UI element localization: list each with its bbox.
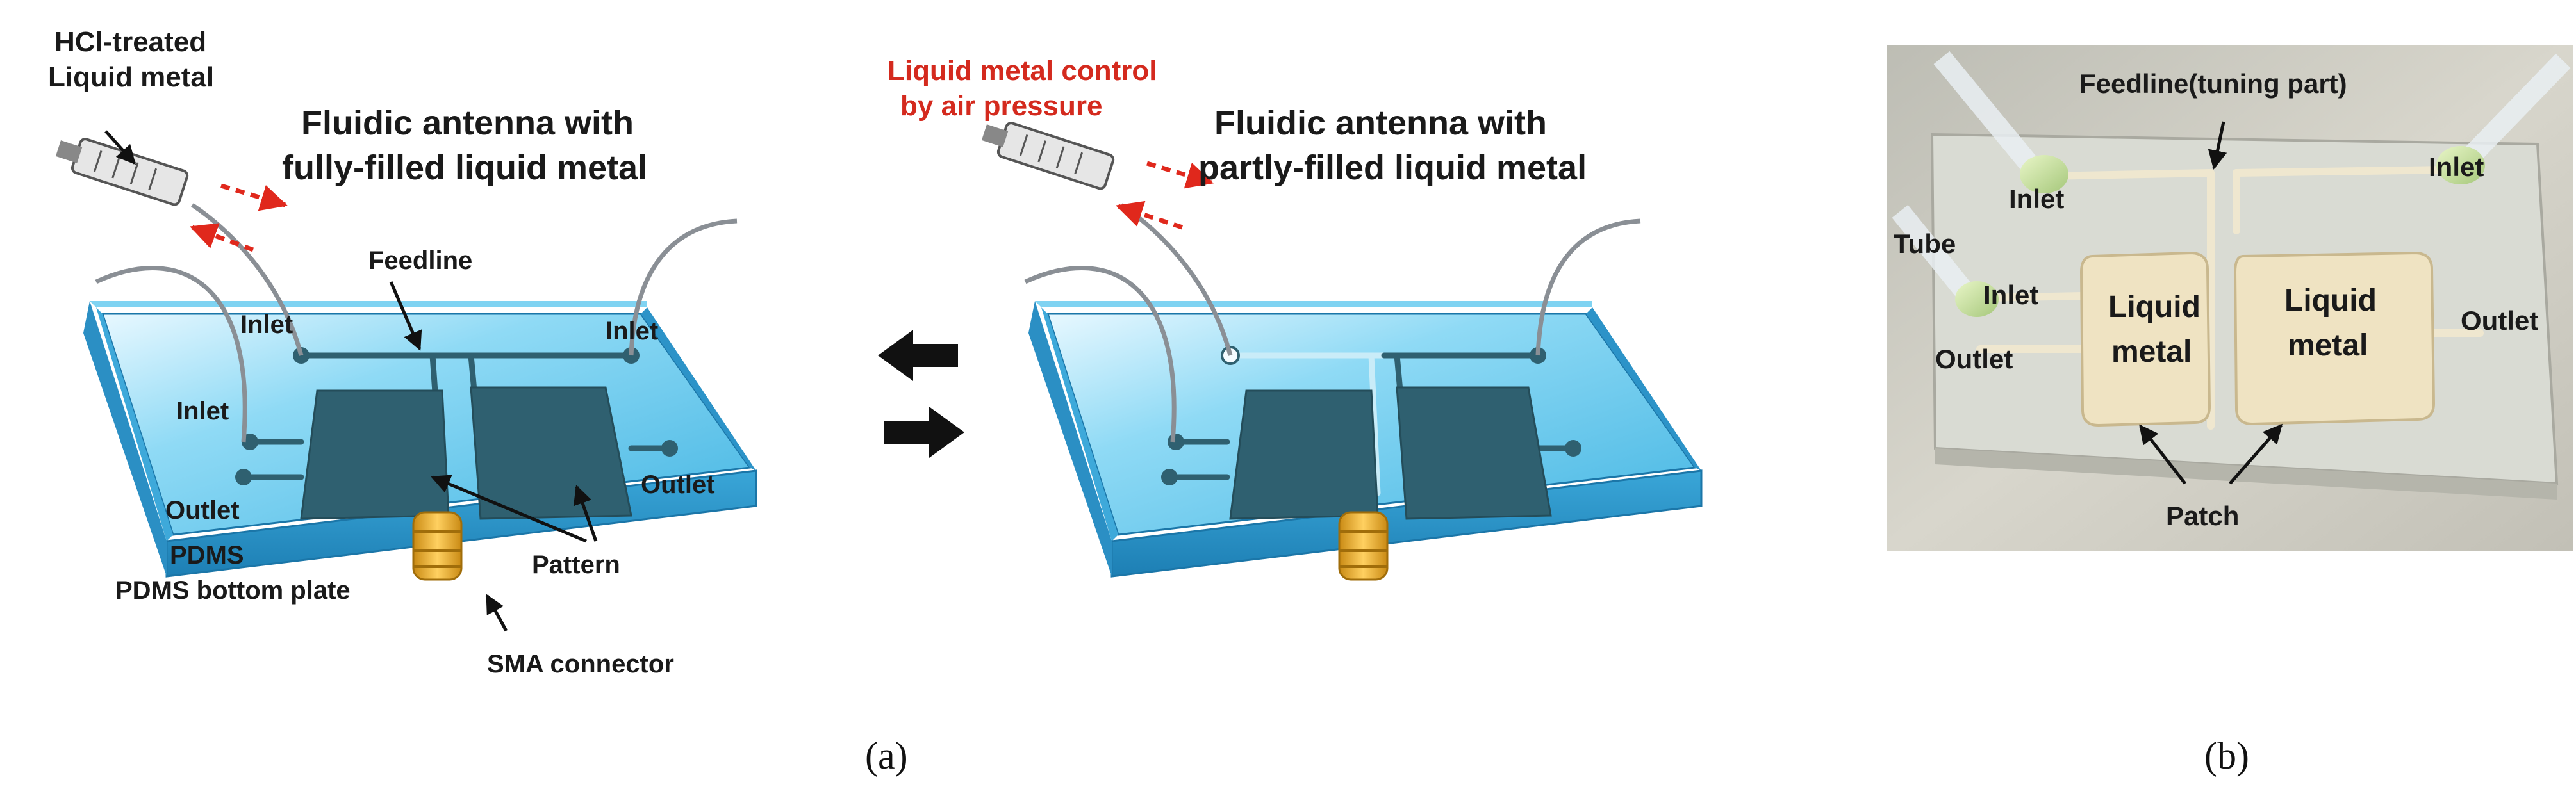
- right-title-line1: Fluidic antenna with: [1214, 104, 1547, 142]
- control-label-line1: Liquid metal control: [888, 55, 1157, 86]
- photo-outlet-r-label: Outlet: [2461, 305, 2538, 336]
- photo-inlet-l-label: Inlet: [1983, 280, 2038, 310]
- pattern-label: Pattern: [532, 551, 620, 579]
- antenna-fully-filled: HCl-treated Liquid metal Fluidic antenna…: [48, 26, 757, 678]
- photo-outlet-l-label: Outlet: [1935, 344, 2013, 374]
- syringe-right: [981, 122, 1115, 190]
- flow-arrows: [190, 183, 288, 252]
- caption-b: (b): [2204, 735, 2249, 777]
- patch-left-line2: metal: [2111, 335, 2192, 369]
- caption-a: (a): [865, 735, 908, 777]
- photo-feedline-label: Feedline(tuning part): [2079, 69, 2347, 99]
- outlet-right-label: Outlet: [641, 471, 715, 499]
- photo-tubes: [1892, 51, 2571, 302]
- arrow-left-icon: [878, 330, 958, 381]
- pdms-label: PDMS: [170, 541, 244, 569]
- patch-right-line2: metal: [2288, 329, 2368, 362]
- left-title-line2: fully-filled liquid metal: [282, 149, 647, 187]
- liquid-metal-patch-right: [2233, 251, 2436, 426]
- inlet-top-left-label: Inlet: [240, 311, 293, 339]
- inlet-top-right-label: Inlet: [606, 317, 658, 345]
- sma-connector-right: [1338, 511, 1389, 581]
- photo-tube-label: Tube: [1894, 229, 1956, 259]
- photo-channels: [1976, 166, 2484, 430]
- patch-right-line1: Liquid: [2284, 284, 2377, 318]
- patch-left-line1: Liquid: [2108, 290, 2200, 324]
- pattern-patch-right-r: [1396, 386, 1552, 520]
- inlet-ports: [235, 347, 678, 485]
- photo-pointer-arrows: [2139, 121, 2283, 485]
- inlet-bulb-tr: [2436, 146, 2485, 184]
- antenna-partly-filled: Liquid metal control by air pressure Flu…: [888, 55, 1703, 581]
- pattern-patch-right: [470, 386, 632, 520]
- pattern-patch-left: [300, 389, 450, 520]
- outlet-left-label: Outlet: [165, 496, 240, 525]
- syringe-label-line1: HCl-treated: [54, 26, 206, 58]
- flow-arrows-right: [1116, 161, 1214, 230]
- left-title-line1: Fluidic antenna with: [301, 104, 634, 142]
- control-label-line2: by air pressure: [900, 90, 1103, 122]
- inlet-left-label: Inlet: [176, 397, 229, 425]
- inlet-bulb-l: [1955, 281, 1999, 317]
- sma-connector-left: [412, 511, 463, 581]
- pattern-patch-left-r: [1229, 389, 1379, 520]
- photo-patch-label: Patch: [2166, 501, 2239, 531]
- pointer-arrows: [104, 130, 598, 632]
- switch-arrows: [878, 330, 964, 458]
- photo-panel: Feedline(tuning part) Inlet Inlet Tube I…: [1887, 45, 2573, 551]
- photo-inlet-tr-label: Inlet: [2429, 152, 2484, 182]
- syringe-label-line2: Liquid metal: [48, 61, 214, 93]
- inlet-bulb-tl: [2020, 155, 2068, 193]
- liquid-metal-patch-left: [2079, 251, 2211, 427]
- photo-inlet-tl-label: Inlet: [2009, 184, 2064, 214]
- right-title-line2: partly-filled liquid metal: [1198, 149, 1587, 187]
- pdms-bottom-label: PDMS bottom plate: [115, 576, 351, 605]
- sma-label: SMA connector: [487, 650, 674, 678]
- feedline-label: Feedline: [368, 247, 472, 275]
- tubes: [95, 203, 738, 443]
- arrow-right-icon: [884, 407, 964, 458]
